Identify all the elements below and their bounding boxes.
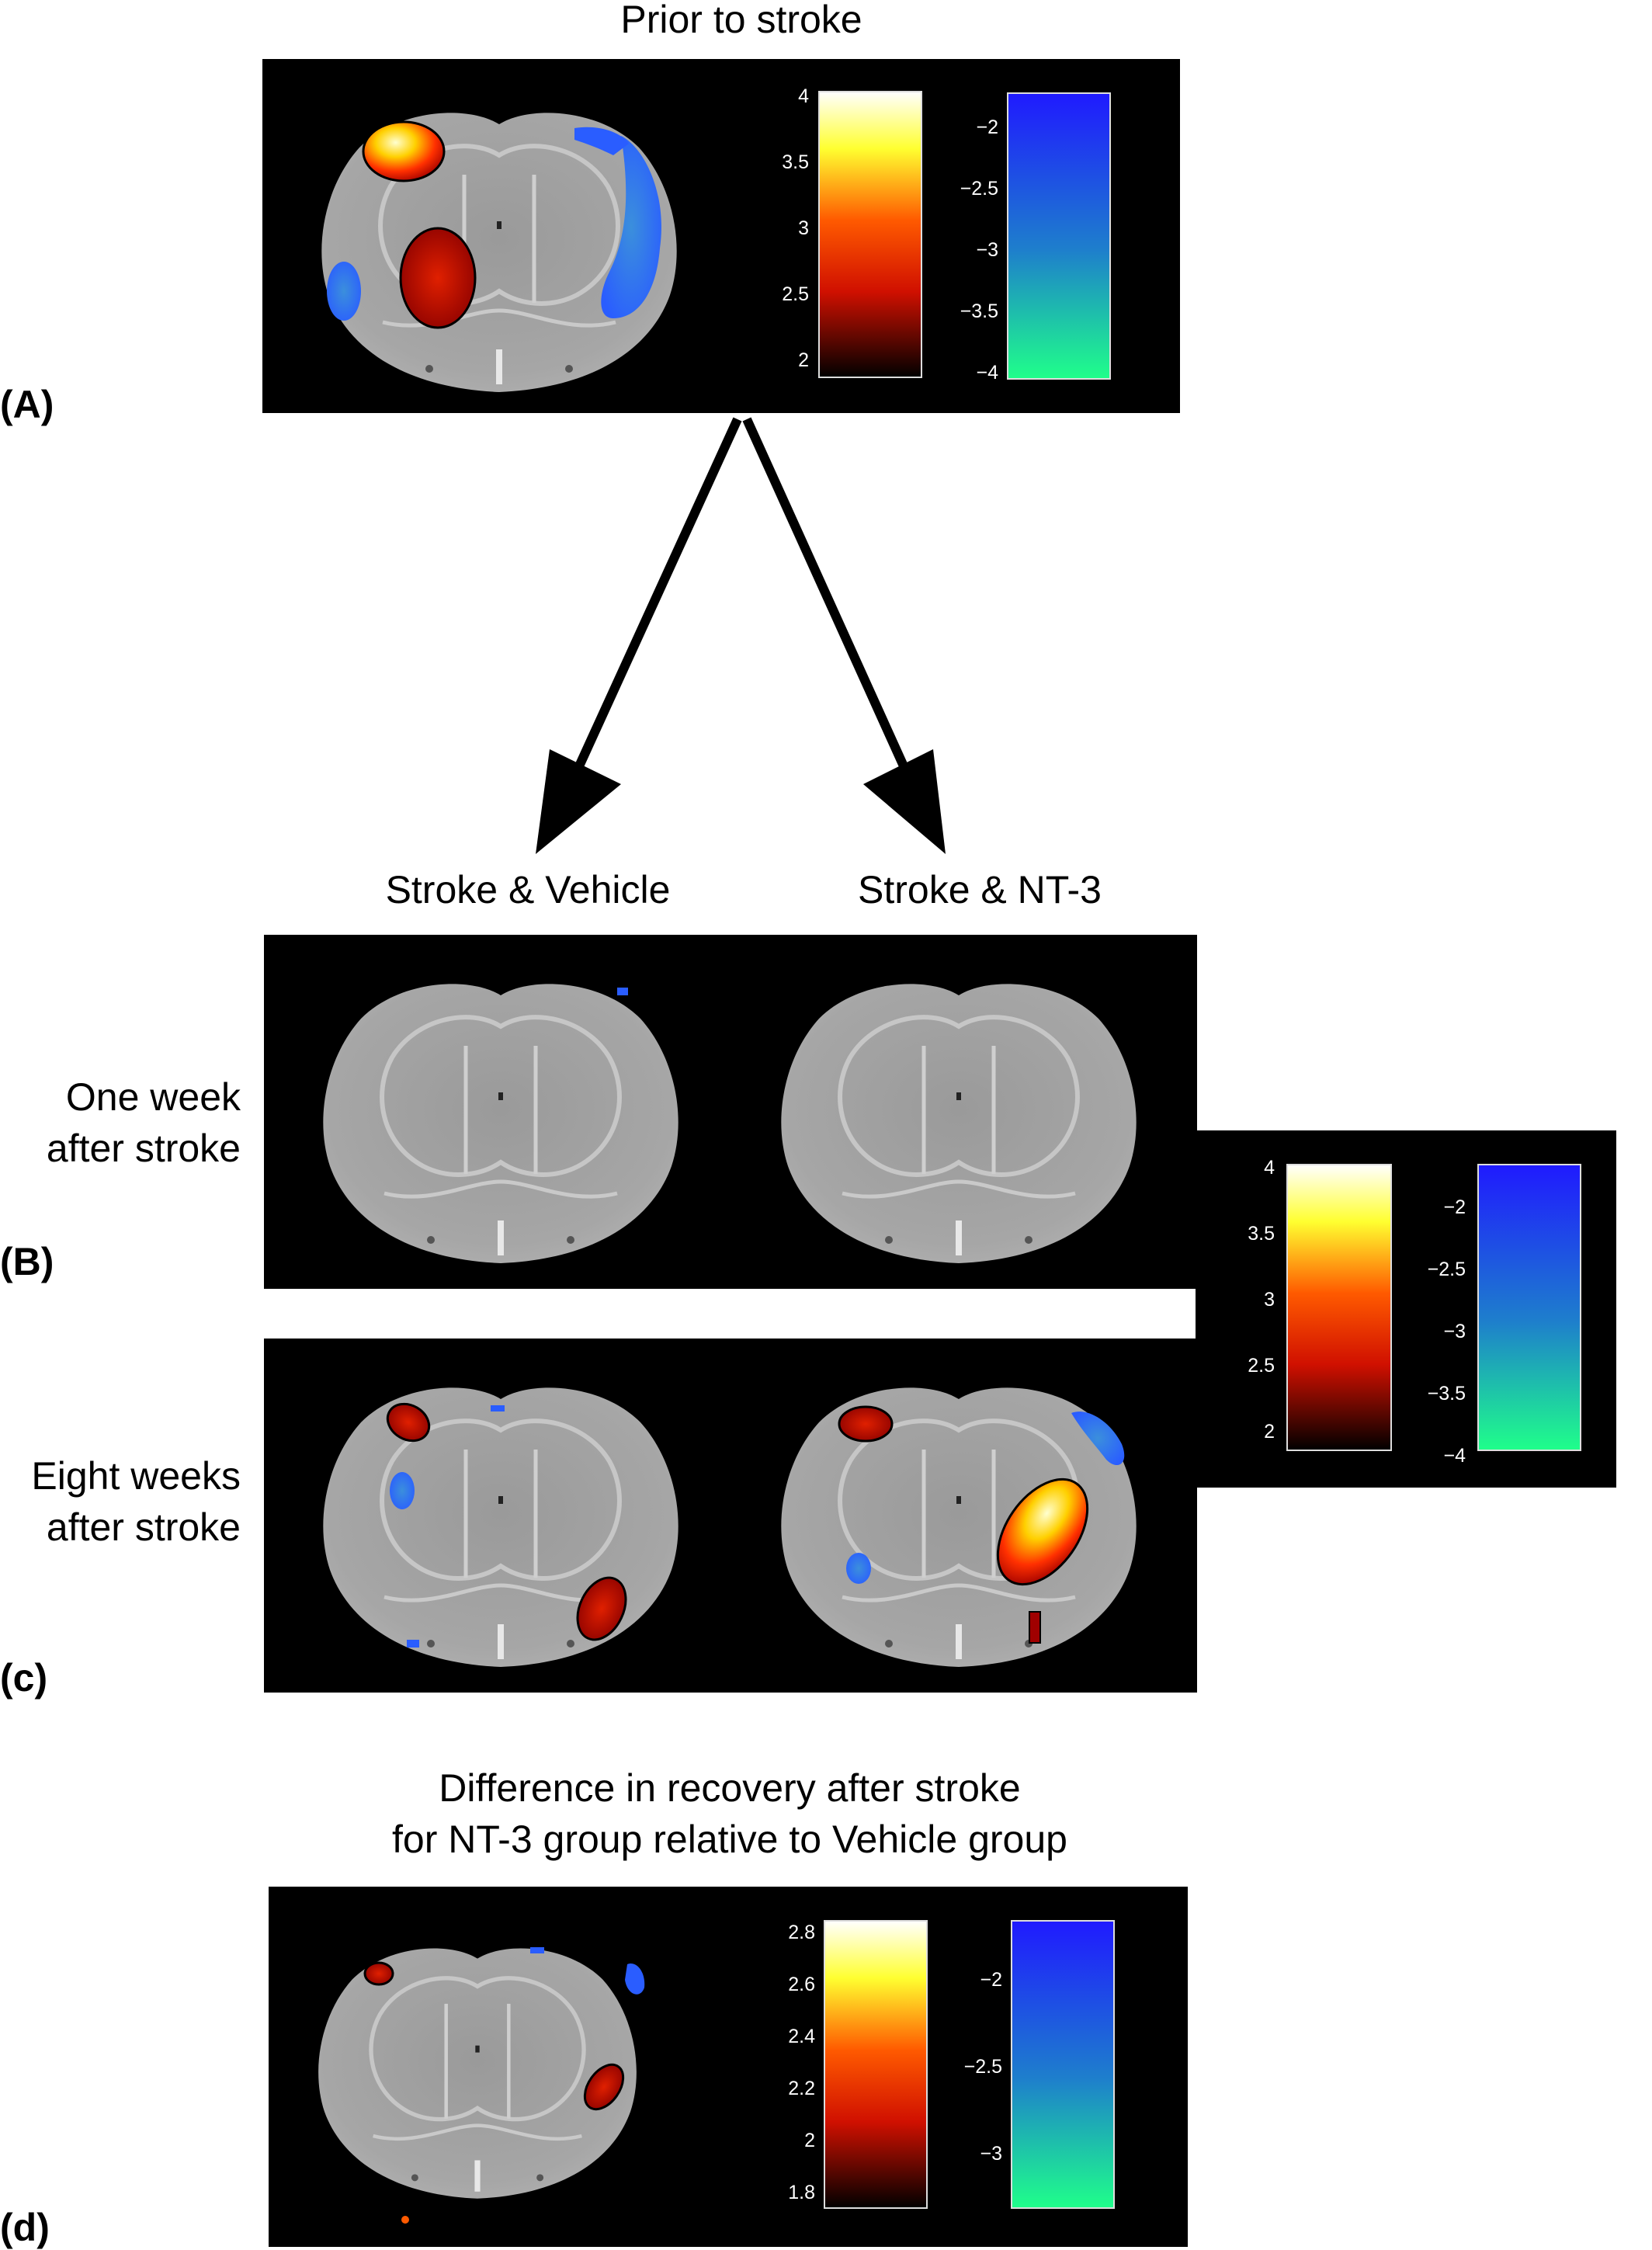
panel-a-label: (A) (0, 383, 54, 426)
panel-d-title-line2: for NT-3 group relative to Vehicle group (392, 1818, 1067, 1861)
panel-d-image (269, 1887, 1188, 2247)
column-heading-vehicle: Stroke & Vehicle (385, 868, 671, 911)
panel-c-label: (c) (0, 1656, 48, 1700)
panel-d-title-line1: Difference in recovery after stroke (439, 1766, 1021, 1810)
panel-c-row-label-line1: Eight weeks (31, 1454, 241, 1498)
arrow-to-nt3-line (742, 417, 913, 779)
panel-b-label: (B) (0, 1240, 54, 1283)
arrow-to-nt3-head (863, 749, 946, 854)
column-heading-nt3: Stroke & NT-3 (858, 868, 1102, 911)
shared-colorbar-box (1196, 1130, 1616, 1488)
arrow-to-vehicle-line (570, 417, 742, 779)
panel-b-row-label-line1: One week (65, 1075, 241, 1119)
panel-d-label: (d) (0, 2206, 50, 2249)
panel-b-row-label: One week after stroke (0, 1071, 241, 1174)
panel-c-row-label: Eight weeks after stroke (0, 1450, 241, 1553)
panel-a-image (262, 59, 1180, 413)
panel-b-image (264, 935, 1197, 1289)
panel-d-title: Difference in recovery after stroke for … (264, 1762, 1196, 1865)
panel-a-title: Prior to stroke (620, 0, 862, 41)
panel-c-row-label-line2: after stroke (46, 1505, 241, 1549)
panel-c-image (264, 1339, 1197, 1693)
arrow-to-vehicle-head (536, 749, 621, 854)
panel-b-row-label-line2: after stroke (46, 1127, 241, 1170)
